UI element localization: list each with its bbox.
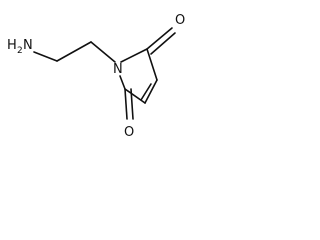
carbonyl-bottom-bond-2 (130, 88, 134, 120)
amine-h-label: H (7, 38, 17, 53)
carbonyl-o-bottom-label: O (124, 125, 134, 140)
ring-n-label: N (113, 62, 123, 77)
amine-h-count-label: 2 (17, 46, 23, 56)
structure-diagram: H 2 N N O O (7, 13, 185, 140)
carbonyl-top-bond-2 (150, 32, 176, 55)
ring-bond-c2-c3 (146, 48, 158, 81)
bond-n-to-ch2 (33, 51, 58, 62)
bond-ch2-ring-n (90, 41, 116, 63)
ring-bond-n-c2 (120, 48, 148, 63)
ring-bond-c3-c4 (144, 79, 158, 104)
amine-n-label: N (23, 38, 33, 53)
ring-bond-c4-c5 (124, 88, 146, 104)
carbonyl-o-top-label: O (175, 13, 185, 28)
carbonyl-bottom-bond-1 (124, 88, 128, 120)
ring-bond-c5-n (119, 75, 126, 90)
ring-double-bond-inner (140, 83, 152, 101)
bond-ch2-ch2 (56, 41, 92, 62)
carbonyl-top-bond-1 (146, 27, 173, 50)
